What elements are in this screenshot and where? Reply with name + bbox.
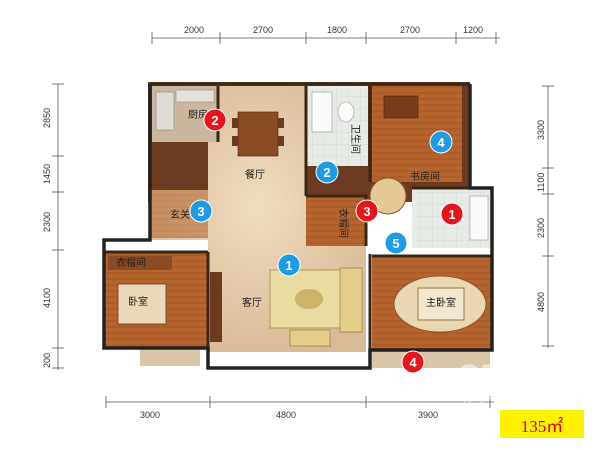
dim-top-2: 2700 [253, 25, 273, 35]
room-dining: 餐厅 [245, 168, 265, 181]
marker-blue-2: 2 [315, 160, 339, 184]
room-closet-left: 衣帽间 [116, 256, 146, 269]
plan-body [102, 82, 494, 370]
room-entry: 玄关 [170, 208, 190, 221]
room-master-bedroom: 主卧室 [426, 296, 456, 309]
dim-top-3: 1800 [327, 25, 347, 35]
dim-top-1: 2000 [184, 25, 204, 35]
dim-bottom-3: 3900 [418, 410, 438, 420]
area-value: 135㎡ [520, 416, 564, 436]
svg-text:4: 4 [409, 355, 417, 370]
dimension-bottom [105, 396, 494, 408]
marker-blue-3: 3 [189, 199, 213, 223]
marker-blue-4: 4 [429, 130, 453, 154]
room-study: 书房间 [410, 170, 440, 183]
dim-left-3: 2300 [42, 212, 52, 232]
svg-text:2: 2 [323, 165, 330, 180]
dim-right-4: 4800 [536, 292, 546, 312]
dim-bottom-2: 4800 [276, 410, 296, 420]
dim-top-5: 1200 [463, 25, 483, 35]
watermark-subtitle: 房产财经 [462, 391, 530, 411]
dimension-right [542, 85, 554, 348]
room-bathroom: 卫生间 [349, 124, 362, 154]
marker-red-4: 4 [401, 350, 425, 374]
room-living: 客厅 [242, 296, 262, 309]
room-kitchen: 厨房 [188, 108, 208, 121]
svg-text:5: 5 [392, 236, 399, 251]
svg-text:3: 3 [363, 204, 370, 219]
marker-blue-5: 5 [384, 231, 408, 255]
dim-right-3: 2300 [536, 218, 546, 238]
closet-center-area [306, 196, 366, 246]
dim-left-1: 2850 [42, 108, 52, 128]
watermark-logo: CRIC [458, 359, 535, 392]
marker-red-1: 1 [440, 202, 464, 226]
area-badge: 135㎡ [500, 410, 584, 438]
dimension-left [52, 83, 64, 370]
svg-text:4: 4 [437, 135, 445, 150]
dim-right-2: 1100 [536, 173, 546, 192]
room-closet-center: 衣帽间 [337, 208, 350, 238]
dimension-top [151, 32, 500, 44]
room-bedroom: 卧室 [128, 295, 148, 308]
dim-bottom-1: 3000 [140, 410, 160, 420]
marker-red-3: 3 [355, 199, 379, 223]
svg-text:1: 1 [285, 258, 292, 273]
marker-red-2: 2 [203, 108, 227, 132]
dim-left-2: 1450 [42, 164, 52, 184]
dim-right-1: 3300 [536, 120, 546, 140]
dim-left-5: 200 [42, 353, 52, 368]
svg-text:1: 1 [448, 207, 455, 222]
svg-text:3: 3 [197, 204, 204, 219]
svg-text:2: 2 [211, 113, 218, 128]
marker-blue-1: 1 [277, 253, 301, 277]
dim-top-4: 2700 [400, 25, 420, 35]
dim-left-4: 4100 [42, 288, 52, 308]
